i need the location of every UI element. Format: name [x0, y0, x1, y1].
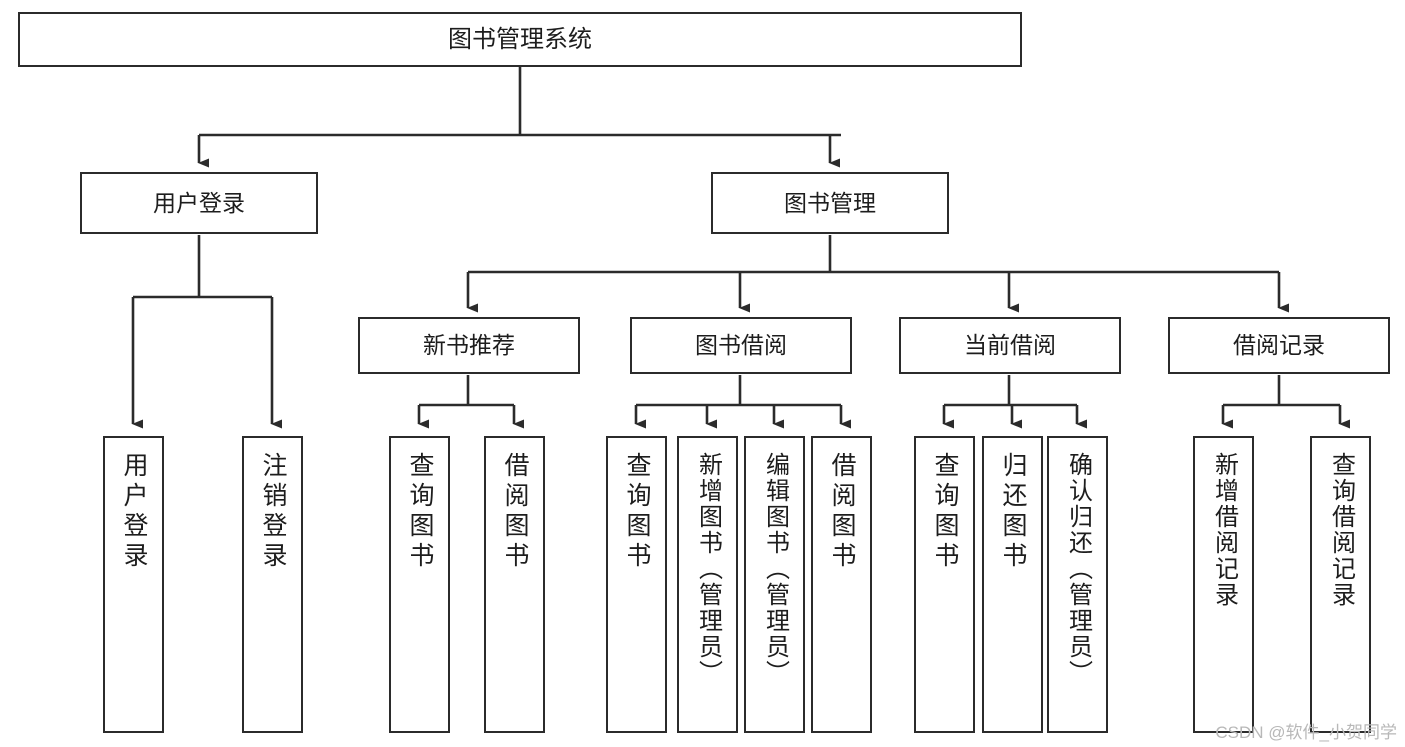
- node-label: 查询图书: [623, 452, 651, 572]
- node-user-login[interactable]: 用户登录: [80, 172, 318, 234]
- leaf-logout-login[interactable]: 注销登录: [242, 436, 303, 733]
- node-label: 新增图书（管理员）: [694, 452, 722, 686]
- leaf-edit-book[interactable]: 编辑图书（管理员）: [744, 436, 805, 733]
- node-label: 借阅图书: [501, 452, 529, 572]
- leaf-query-book-2[interactable]: 查询图书: [606, 436, 667, 733]
- leaf-borrow-book-1[interactable]: 借阅图书: [484, 436, 545, 733]
- leaf-confirm-return[interactable]: 确认归还（管理员）: [1047, 436, 1108, 733]
- leaf-return-book[interactable]: 归还图书: [982, 436, 1043, 733]
- node-label: 查询借阅记录: [1327, 452, 1355, 608]
- node-label: 新书推荐: [423, 332, 515, 359]
- node-borrow-record[interactable]: 借阅记录: [1168, 317, 1390, 374]
- node-book-borrow[interactable]: 图书借阅: [630, 317, 852, 374]
- node-label: 用户登录: [153, 189, 245, 216]
- node-new-book-recommend[interactable]: 新书推荐: [358, 317, 580, 374]
- leaf-user-login[interactable]: 用户登录: [103, 436, 164, 733]
- leaf-add-borrow-record[interactable]: 新增借阅记录: [1193, 436, 1254, 733]
- leaf-query-book-3[interactable]: 查询图书: [914, 436, 975, 733]
- node-label: 编辑图书（管理员）: [761, 452, 789, 686]
- leaf-add-book[interactable]: 新增图书（管理员）: [677, 436, 738, 733]
- node-book-manage[interactable]: 图书管理: [711, 172, 949, 234]
- node-label: 查询图书: [931, 452, 959, 572]
- node-label: 借阅记录: [1233, 332, 1325, 359]
- node-label: 图书管理系统: [448, 25, 592, 53]
- node-label: 查询图书: [406, 452, 434, 572]
- node-label: 注销登录: [259, 452, 287, 572]
- node-root-system[interactable]: 图书管理系统: [18, 12, 1022, 67]
- node-label: 用户登录: [120, 452, 148, 572]
- leaf-query-borrow-record[interactable]: 查询借阅记录: [1310, 436, 1371, 733]
- node-label: 归还图书: [999, 452, 1027, 572]
- node-label: 图书管理: [784, 189, 876, 216]
- leaf-query-book-1[interactable]: 查询图书: [389, 436, 450, 733]
- node-label: 确认归还（管理员）: [1064, 452, 1092, 686]
- node-label: 借阅图书: [828, 452, 856, 572]
- node-label: 当前借阅: [964, 332, 1056, 359]
- watermark-csdn: CSDN @软件_小贺同学: [1215, 723, 1397, 742]
- node-label: 图书借阅: [695, 332, 787, 359]
- leaf-borrow-book-2[interactable]: 借阅图书: [811, 436, 872, 733]
- node-current-borrow[interactable]: 当前借阅: [899, 317, 1121, 374]
- node-label: 新增借阅记录: [1210, 452, 1238, 608]
